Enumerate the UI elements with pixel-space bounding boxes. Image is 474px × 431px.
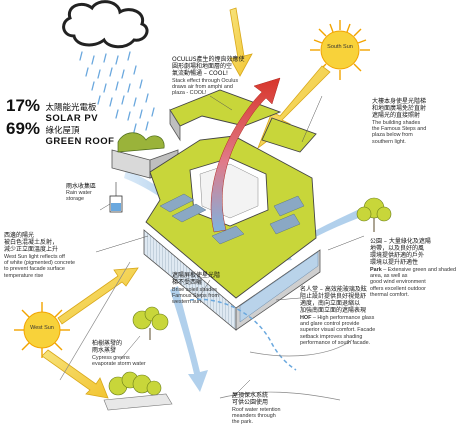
cypress-en-1: Cypress greens <box>92 355 130 361</box>
shades-en-3: plaza below from <box>372 132 413 139</box>
south-sun-icon <box>310 20 370 80</box>
shades-en-4: southern light. <box>372 138 406 145</box>
rain-zh-1: 雨水收集區 <box>66 183 97 190</box>
cypress-annotation: 柏樹蒸發的 雨水蒸發 Cypress greens evaporate stor… <box>92 340 172 367</box>
hof-zh-3: 適度，南向立面退縮以 <box>300 300 361 307</box>
roof-water-tree-icon <box>103 371 173 411</box>
shades-zh-1: 大樓本身使星光階梯 <box>372 98 427 105</box>
solar-pv-percent: 17% <box>6 96 41 115</box>
park-en-5: thermal comfort. <box>370 291 409 298</box>
leader-lines <box>95 95 365 399</box>
hof-en-2: and glare control provide <box>300 321 360 328</box>
solar-pv-stat: 17% 太陽能光電板 SOLAR PV <box>6 97 146 125</box>
hof-annotation: 名人堂 – 高效能玻璃及眩 阻止設計提供良好視覺舒 適度，南向立面退縮以 加強南… <box>300 286 424 346</box>
green-roof-label-zh: 綠化屋頂 <box>45 126 80 136</box>
park-en-2: area, as well as <box>370 273 408 280</box>
shades-en-2: the Famous Steps and <box>372 126 427 133</box>
brise-en-1: Brise soleil shades <box>172 287 217 293</box>
oculus-annotation: OCULUS產生的煙囪效應使 圓形劇場和地面層的空 氣流動暢通 – COOL! … <box>172 56 272 97</box>
oculus-zh-3: 氣流動暢通 – COOL! <box>172 70 229 77</box>
top-sun-ray-arrow <box>229 7 253 77</box>
hof-zh-1: 名人堂 – 高效能玻璃及眩 <box>300 286 367 293</box>
rain-storage-annotation: 雨水收集區 Rain water storage <box>66 183 114 202</box>
green-roof-stat: 69% 綠化屋頂 GREEN ROOF <box>6 120 146 148</box>
park-annotation: 公園 – 大量綠化及遮陽 地帶，以及良好的風 環境提供舒適的戶外 環境以提升舒適… <box>370 238 472 298</box>
solar-pv-label-zh: 太陽能光電板 <box>45 103 97 113</box>
oculus-en-3: plaza - COOL! <box>172 90 207 97</box>
park-en-1: – Extensive green and shaded <box>383 267 457 273</box>
hof-en-3: superior visual comfort. Facade <box>300 327 376 334</box>
west-sun-label: West Sun <box>30 325 54 331</box>
park-zh-2: 地帶，以及良好的風 <box>370 245 425 252</box>
west-light-zh-3: 減少正立面溫度上升 <box>4 246 59 253</box>
south-sun-label: South Sun <box>327 44 353 50</box>
park-zh-3: 環境提供舒適的戶外 <box>370 252 425 259</box>
oculus-zh-2: 圓形劇場和地面層的空 <box>172 63 233 70</box>
wind-arrow-left <box>124 170 206 240</box>
west-light-en-4: temperature rise <box>4 272 44 279</box>
west-light-zh-2: 被白色混凝土反射， <box>4 239 59 246</box>
roofwater-zh-2: 可供公園使用 <box>232 399 269 406</box>
cypress-zh-1: 柏樹蒸發的 <box>92 340 123 347</box>
roofwater-en-3: the park. <box>232 419 253 426</box>
brise-zh-1: 遮陽屏板使星光階 <box>172 272 221 279</box>
wind-arrow-bottom <box>170 286 208 392</box>
west-sun-icon <box>14 302 70 358</box>
hof-en-5: performance of south facade. <box>300 339 371 346</box>
park-zh-4: 環境以提升舒適性 <box>370 259 419 266</box>
oculus-en-2: draws air from amphi and <box>172 84 233 91</box>
brise-en-3: western sun <box>172 299 202 306</box>
west-light-annotation: 西邊的陽光 被白色混凝土反射， 減少正立面溫度上升 West Sun light… <box>4 232 100 279</box>
brise-zh-2: 梯不受西曬 <box>172 279 203 286</box>
shades-zh-3: 遮陽光的直接照射 <box>372 112 421 119</box>
oculus-zh-1: OCULUS產生的煙囪效應使 <box>172 56 245 63</box>
brise-en-2: Famous Steps from <box>172 293 220 300</box>
hof-en-1: – High performance glass <box>312 315 375 321</box>
park-en-title: Park <box>370 267 382 273</box>
west-sun-ray-arrow-lower <box>41 349 109 399</box>
hof-zh-2: 阻止設計提供良好視覺舒 <box>300 293 367 300</box>
shades-zh-2: 和地面廣場免於直射 <box>372 105 427 112</box>
park-en-4: offers excellent outdoor <box>370 285 426 292</box>
green-roof-percent: 69% <box>6 119 41 138</box>
park-zh-1: 公園 – 大量綠化及遮陽 <box>370 238 431 245</box>
building-shades-annotation: 大樓本身使星光階梯 和地面廣場免於直射 遮陽光的直接照射 The buildin… <box>372 98 472 145</box>
green-roof-label-en: GREEN ROOF <box>45 136 115 147</box>
park-tree-icon <box>356 197 392 232</box>
roofwater-zh-1: 屋頂保水系統 <box>232 392 269 399</box>
west-light-en-3: to prevent facade surface <box>4 266 65 273</box>
cypress-en-2: evaporate storm water <box>92 361 146 368</box>
cypress-zh-2: 雨水蒸發 <box>92 347 117 354</box>
solar-pv-label-en: SOLAR PV <box>45 113 99 124</box>
brise-soleil-annotation: 遮陽屏板使星光階 梯不受西曬 Brise soleil shades Famou… <box>172 272 242 306</box>
shades-en-1: The building shades <box>372 120 421 126</box>
west-light-en-1: West Sun light reflects off <box>4 254 65 260</box>
roofwater-en-1: Roof water retention <box>232 407 281 413</box>
roofwater-en-2: meanders through <box>232 413 276 420</box>
west-light-en-2: of white (pigmented) concrete <box>4 260 76 267</box>
rain-en-2: storage <box>66 196 84 203</box>
roof-water-annotation: 屋頂保水系統 可供公園使用 Roof water retention meand… <box>232 392 322 426</box>
site-ground-lines <box>59 261 353 401</box>
plaza-wind-swirl <box>189 298 297 371</box>
hof-zh-4: 加強南面立面的遮陽表現 <box>300 307 367 314</box>
rain-cloud-icon <box>62 0 155 133</box>
cypress-tree-icon <box>132 306 169 340</box>
stack-effect-arrow <box>210 77 281 233</box>
oculus-en-1: Stack effect through Oculus <box>172 78 239 84</box>
park-en-3: good wind environment <box>370 279 426 286</box>
building-volume <box>109 89 321 331</box>
west-light-zh-1: 西邊的陽光 <box>4 232 35 239</box>
rain-en-1: Rain water <box>66 190 92 196</box>
hof-en-title: HOF <box>300 315 312 321</box>
hof-en-4: setback improves shading <box>300 333 363 340</box>
